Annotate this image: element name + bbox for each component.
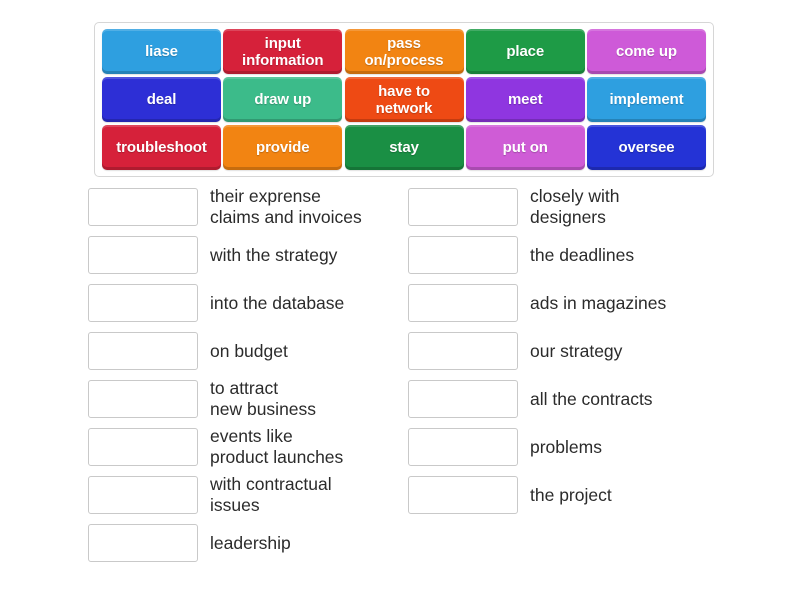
answer-row: ads in magazines bbox=[408, 279, 728, 327]
answer-row: their exprense claims and invoices bbox=[88, 183, 408, 231]
answer-row: the deadlines bbox=[408, 231, 728, 279]
word-tile[interactable]: put on bbox=[465, 125, 585, 170]
tile-row: liase input information pass on/process pla… bbox=[102, 29, 706, 74]
word-tile-label: place bbox=[506, 43, 545, 60]
drop-slot[interactable] bbox=[88, 188, 198, 226]
word-tile-label: meet bbox=[507, 91, 543, 108]
answer-text: with the strategy bbox=[210, 244, 338, 265]
word-tile-label: input information bbox=[242, 34, 324, 69]
answer-row: on budget bbox=[88, 327, 408, 375]
word-tile-bank: liase input information pass on/process pla… bbox=[94, 22, 714, 177]
answer-text: all the contracts bbox=[530, 388, 653, 409]
word-tile-label: implement bbox=[609, 91, 684, 108]
word-tile-label: oversee bbox=[618, 139, 675, 156]
word-tile[interactable]: oversee bbox=[587, 125, 706, 170]
answer-text: on budget bbox=[210, 340, 288, 361]
word-tile[interactable]: have to network bbox=[344, 77, 464, 122]
word-tile-label: pass on/process bbox=[364, 34, 444, 69]
answer-text: their exprense claims and invoices bbox=[210, 186, 362, 227]
word-tile[interactable]: provide bbox=[223, 125, 343, 170]
drop-slot[interactable] bbox=[88, 284, 198, 322]
drop-slot[interactable] bbox=[408, 332, 518, 370]
answer-row: events like product launches bbox=[88, 423, 408, 471]
answer-row: all the contracts bbox=[408, 375, 728, 423]
tile-row: troubleshoot provide stay put on oversee bbox=[102, 125, 706, 170]
word-tile-label: liase bbox=[145, 43, 178, 60]
drop-slot[interactable] bbox=[88, 524, 198, 562]
word-tile-label: deal bbox=[146, 91, 177, 108]
answer-text: our strategy bbox=[530, 340, 623, 361]
word-tile-label: put on bbox=[502, 139, 548, 156]
answer-text: the project bbox=[530, 484, 612, 505]
word-tile-label: come up bbox=[616, 43, 677, 60]
answer-text: closely with designers bbox=[530, 186, 620, 227]
answer-row: the project bbox=[408, 471, 728, 519]
answer-row: leadership bbox=[88, 519, 408, 567]
drop-slot[interactable] bbox=[408, 236, 518, 274]
word-tile[interactable]: meet bbox=[465, 77, 585, 122]
word-tile[interactable]: deal bbox=[102, 77, 221, 122]
answer-columns: their exprense claims and invoices with t… bbox=[88, 183, 728, 583]
word-tile[interactable]: come up bbox=[587, 29, 706, 74]
answer-row: with the strategy bbox=[88, 231, 408, 279]
word-tile[interactable]: pass on/process bbox=[344, 29, 464, 74]
answer-text: to attract new business bbox=[210, 378, 317, 419]
word-tile[interactable]: liase bbox=[102, 29, 221, 74]
answer-text: into the database bbox=[210, 292, 345, 313]
drop-slot[interactable] bbox=[408, 428, 518, 466]
answer-text: problems bbox=[530, 436, 602, 457]
word-tile[interactable]: draw up bbox=[223, 77, 343, 122]
drop-slot[interactable] bbox=[408, 188, 518, 226]
answer-text: the deadlines bbox=[530, 244, 635, 265]
drop-slot[interactable] bbox=[408, 380, 518, 418]
drop-slot[interactable] bbox=[88, 332, 198, 370]
word-tile[interactable]: implement bbox=[587, 77, 706, 122]
answer-row: with contractual issues bbox=[88, 471, 408, 519]
answer-column-right: closely with designers the deadlines ads i… bbox=[408, 183, 728, 583]
drop-slot[interactable] bbox=[408, 284, 518, 322]
answer-row: problems bbox=[408, 423, 728, 471]
drop-slot[interactable] bbox=[408, 476, 518, 514]
answer-text: ads in magazines bbox=[530, 292, 667, 313]
word-tile-label: provide bbox=[256, 139, 310, 156]
word-tile-label: have to network bbox=[375, 82, 433, 117]
answer-row: to attract new business bbox=[88, 375, 408, 423]
word-tile[interactable]: place bbox=[465, 29, 585, 74]
drop-slot[interactable] bbox=[88, 428, 198, 466]
drop-slot[interactable] bbox=[88, 476, 198, 514]
word-tile-label: draw up bbox=[254, 91, 312, 108]
answer-row: into the database bbox=[88, 279, 408, 327]
drop-slot[interactable] bbox=[88, 236, 198, 274]
answer-row: our strategy bbox=[408, 327, 728, 375]
word-tile[interactable]: troubleshoot bbox=[102, 125, 221, 170]
answer-text: leadership bbox=[210, 532, 291, 553]
drop-slot[interactable] bbox=[88, 380, 198, 418]
word-tile[interactable]: input information bbox=[223, 29, 343, 74]
word-tile-label: troubleshoot bbox=[116, 139, 207, 156]
answer-column-left: their exprense claims and invoices with t… bbox=[88, 183, 408, 583]
answer-text: with contractual issues bbox=[210, 474, 332, 515]
word-tile-label: stay bbox=[389, 139, 419, 156]
tile-row: deal draw up have to network meet implement bbox=[102, 77, 706, 122]
answer-row: closely with designers bbox=[408, 183, 728, 231]
word-tile[interactable]: stay bbox=[344, 125, 464, 170]
answer-text: events like product launches bbox=[210, 426, 344, 467]
